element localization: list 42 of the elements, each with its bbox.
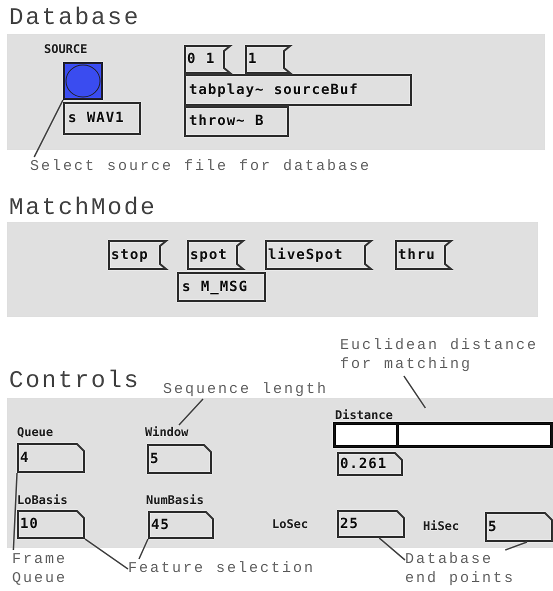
section-heading: MatchMode bbox=[9, 195, 157, 222]
field-label: SOURCE bbox=[44, 42, 88, 56]
field-label: LoBasis bbox=[17, 493, 68, 507]
number-field: 10 bbox=[17, 510, 85, 539]
object-box: s M_MSG bbox=[177, 272, 266, 302]
field-label: Window bbox=[145, 425, 188, 439]
annotation-text: Select source file for database bbox=[30, 157, 450, 177]
annotation-text: Sequence length bbox=[163, 380, 363, 399]
message-button: liveSpot bbox=[265, 240, 371, 270]
leader-line bbox=[505, 541, 528, 551]
leader-line bbox=[12, 472, 18, 550]
message-button: thru bbox=[395, 240, 451, 270]
number-field: 45 bbox=[148, 511, 214, 539]
leader-line bbox=[34, 100, 64, 158]
object-box: tabplay~ sourceBuf bbox=[184, 74, 412, 106]
leader-line bbox=[178, 398, 204, 426]
number-field: 5 bbox=[485, 512, 553, 542]
field-label: HiSec bbox=[423, 519, 460, 533]
field-label: Distance bbox=[335, 408, 393, 422]
number-field: 25 bbox=[337, 510, 405, 538]
number-field: 5 bbox=[147, 444, 212, 474]
leader-line bbox=[403, 376, 426, 408]
message-button: stop bbox=[108, 240, 166, 270]
number-field: 0.261 bbox=[337, 452, 403, 476]
annotation-text: Euclidean distance for matching bbox=[340, 336, 553, 376]
object-box: throw~ B bbox=[184, 106, 289, 137]
leader-line bbox=[84, 538, 128, 570]
annotation-text: Database end points bbox=[405, 550, 523, 590]
section-heading: Database bbox=[9, 5, 140, 32]
section-heading: Controls bbox=[9, 368, 140, 395]
field-label: LoSec bbox=[272, 517, 308, 531]
object-box: s WAV1 bbox=[63, 102, 141, 135]
field-label: NumBasis bbox=[146, 493, 204, 507]
field-label: Queue bbox=[17, 425, 54, 439]
leader-line bbox=[378, 537, 406, 561]
number-field: 4 bbox=[17, 443, 85, 473]
message-button: 1 bbox=[245, 45, 290, 74]
message-button: spot bbox=[187, 240, 243, 270]
annotation-text: Frame Queue bbox=[12, 550, 82, 590]
annotation-text: Feature selection bbox=[128, 559, 348, 579]
message-button: 0 1 bbox=[184, 45, 230, 74]
leader-line bbox=[138, 538, 149, 560]
